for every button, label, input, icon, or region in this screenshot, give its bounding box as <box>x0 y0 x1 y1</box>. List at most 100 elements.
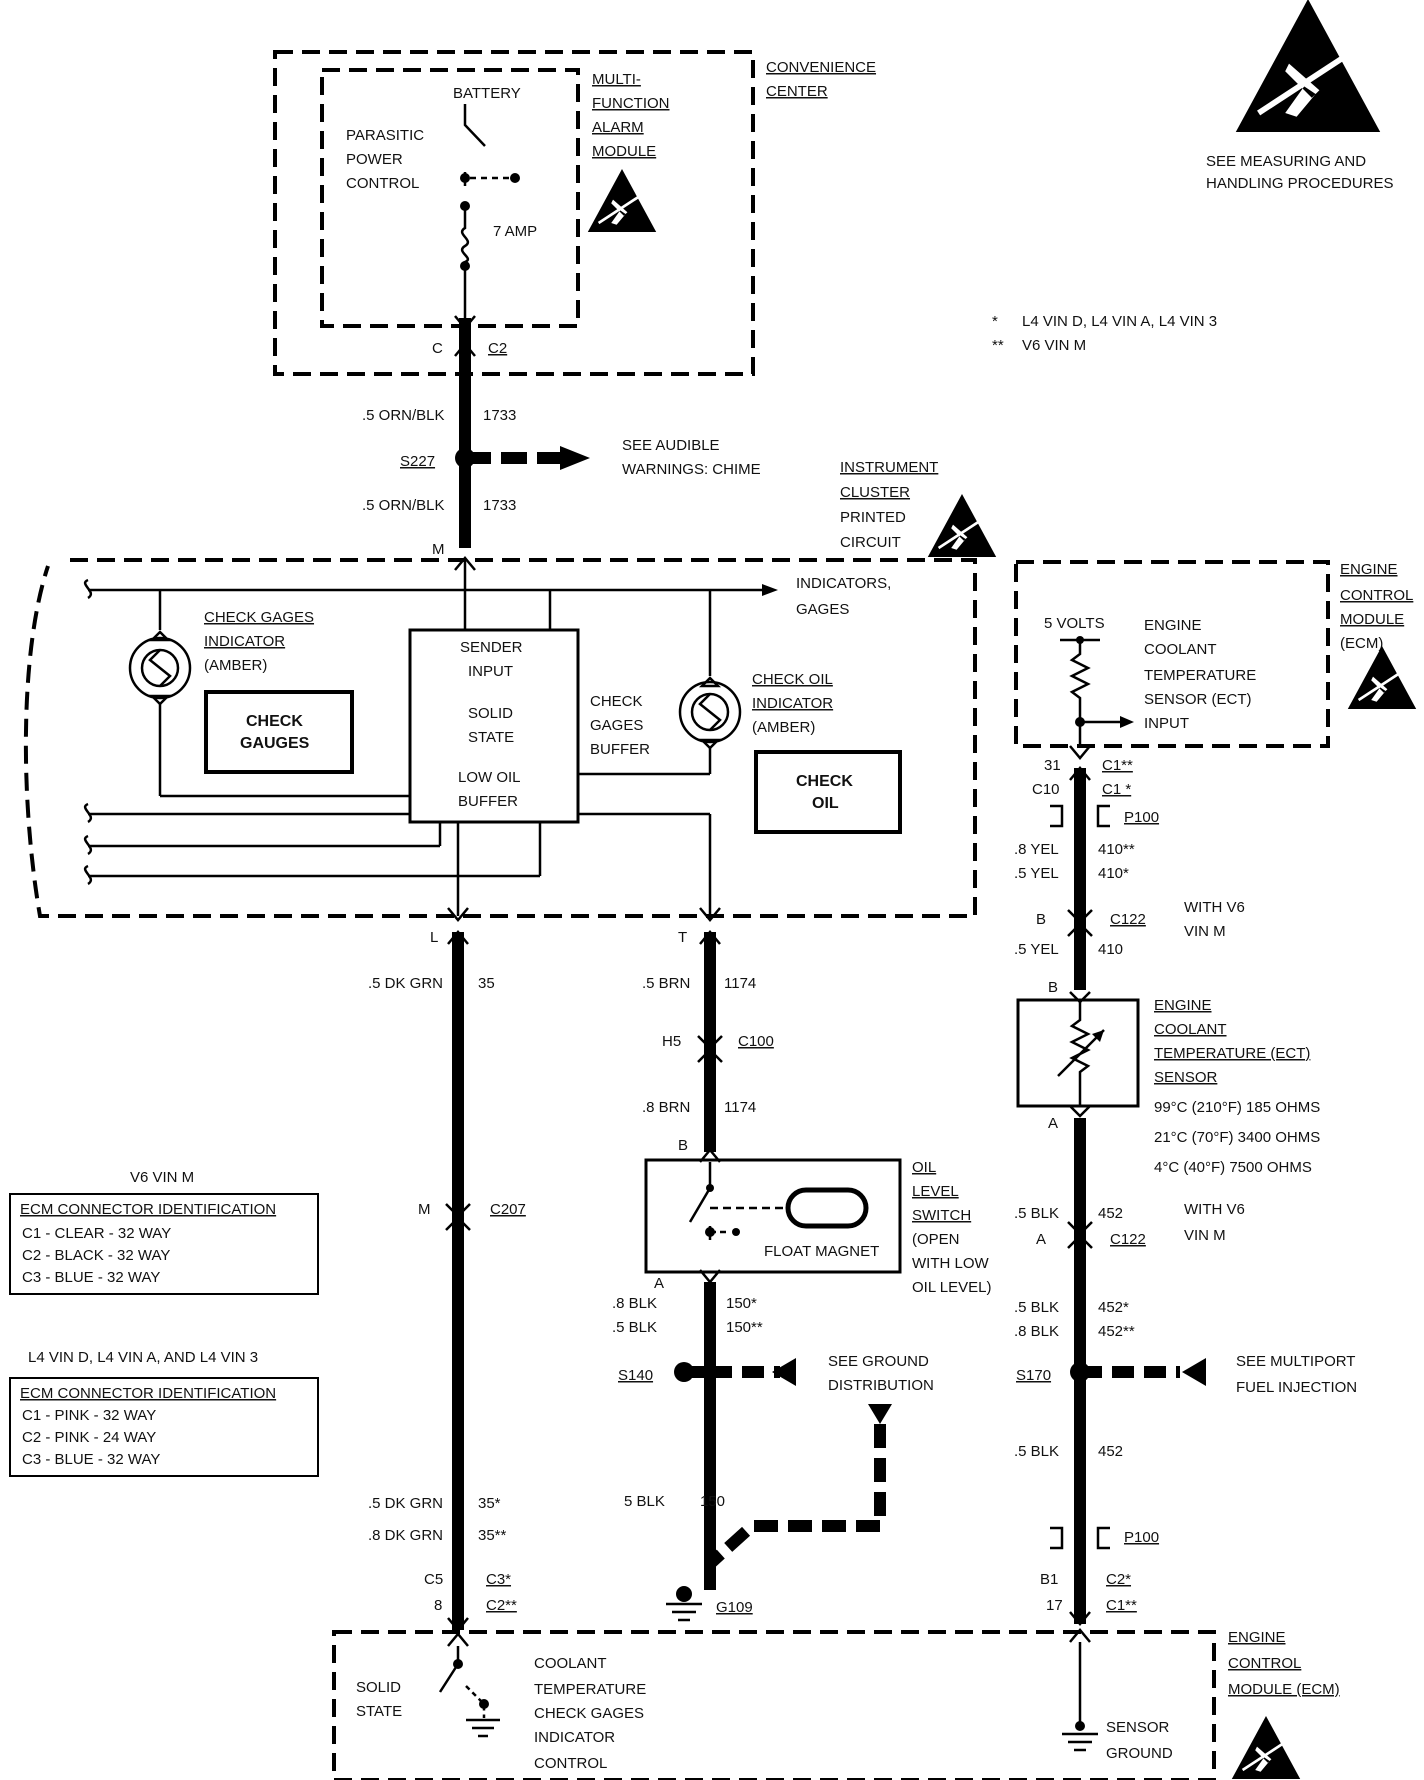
svg-text:T: T <box>678 929 687 946</box>
v6-table-title: V6 VIN M <box>130 1169 194 1186</box>
svg-text:INDICATOR: INDICATOR <box>752 695 833 712</box>
svg-text:INPUT: INPUT <box>1144 715 1189 732</box>
svg-text:C5: C5 <box>424 1571 443 1588</box>
svg-text:SENSOR: SENSOR <box>1154 1069 1218 1086</box>
svg-text:H5: H5 <box>662 1033 681 1050</box>
ecm-bottom-box <box>332 1630 1216 1780</box>
esd-warning-icon <box>1346 644 1418 711</box>
svg-text:FUEL INJECTION: FUEL INJECTION <box>1236 1379 1357 1396</box>
check-oil-indicator-label: CHECK OIL <box>752 671 833 688</box>
ecm-bottom-label: ENGINE <box>1228 1629 1286 1646</box>
multi-function-alarm-box <box>320 68 580 328</box>
svg-text:P100: P100 <box>1124 809 1159 826</box>
ecm-top-box <box>1014 560 1330 748</box>
svg-text:.8 BLK: .8 BLK <box>1014 1323 1059 1340</box>
svg-text:C1 - PINK - 32 WAY: C1 - PINK - 32 WAY <box>22 1407 156 1424</box>
check-oil-bulb <box>678 680 742 744</box>
svg-text:150: 150 <box>700 1493 725 1510</box>
svg-text:(AMBER): (AMBER) <box>204 657 267 674</box>
svg-text:.5 BRN: .5 BRN <box>642 975 690 992</box>
svg-text:.8 YEL: .8 YEL <box>1014 841 1059 858</box>
svg-text:G109: G109 <box>716 1599 753 1616</box>
svg-text:C2: C2 <box>488 340 507 357</box>
svg-text:C: C <box>432 340 443 357</box>
svg-text:C2*: C2* <box>1106 1571 1131 1588</box>
svg-text:GAUGES: GAUGES <box>240 735 310 752</box>
svg-text:P100: P100 <box>1124 1529 1159 1546</box>
p100-top-connector <box>1050 804 1110 828</box>
svg-text:150*: 150* <box>726 1295 757 1312</box>
svg-text:31: 31 <box>1044 757 1061 774</box>
solid-state-switch <box>438 1646 460 1693</box>
svg-text:V6 VIN M: V6 VIN M <box>1022 337 1086 354</box>
svg-text:B: B <box>678 1137 688 1154</box>
svg-text:SENDER: SENDER <box>460 639 523 656</box>
svg-text:STATE: STATE <box>356 1703 402 1720</box>
svg-text:INPUT: INPUT <box>468 663 513 680</box>
svg-text:BUFFER: BUFFER <box>590 741 650 758</box>
svg-text:C1 - CLEAR - 32 WAY: C1 - CLEAR - 32 WAY <box>22 1225 171 1242</box>
battery-switch <box>463 104 486 186</box>
svg-text:(OPEN: (OPEN <box>912 1231 960 1248</box>
esd-warning-icon <box>1230 1714 1302 1780</box>
pullup-resistor <box>1069 640 1091 746</box>
ground-g109-icon <box>666 1602 702 1622</box>
esd-warning-icon <box>586 167 658 234</box>
connector-c207: C207 <box>490 1201 526 1218</box>
svg-text:.5 BLK: .5 BLK <box>1014 1299 1059 1316</box>
ect-sensor-box <box>1016 998 1140 1108</box>
convenience-center-label: CONVENIENCE <box>766 59 876 76</box>
svg-text:L: L <box>430 929 438 946</box>
check-gages-bulb <box>128 636 192 700</box>
see-multiport-label: SEE MULTIPORT <box>1236 1353 1355 1370</box>
svg-text:.5 BLK: .5 BLK <box>612 1319 657 1336</box>
svg-text:35**: 35** <box>478 1527 507 1544</box>
instrument-cluster-label: INSTRUMENT <box>840 459 938 476</box>
ect-values: 99°C (210°F) 185 OHMS <box>1154 1099 1320 1116</box>
svg-text:MODULE: MODULE <box>1340 611 1404 628</box>
svg-text:M: M <box>418 1201 431 1218</box>
svg-text:452*: 452* <box>1098 1299 1129 1316</box>
svg-text:TEMPERATURE: TEMPERATURE <box>534 1681 646 1698</box>
svg-text:L4 VIN D, L4 VIN A, L4 VIN 3: L4 VIN D, L4 VIN A, L4 VIN 3 <box>1022 313 1217 330</box>
svg-text:(ECM): (ECM) <box>1340 635 1383 652</box>
svg-text:410**: 410** <box>1098 841 1135 858</box>
svg-text:TEMPERATURE (ECT): TEMPERATURE (ECT) <box>1154 1045 1310 1062</box>
oil-level-switch-label: OIL <box>912 1159 936 1176</box>
svg-text:.8 BLK: .8 BLK <box>612 1295 657 1312</box>
svg-text:.5 YEL: .5 YEL <box>1014 865 1059 882</box>
svg-text:CONTROL: CONTROL <box>346 175 419 192</box>
svg-text:.8 DK GRN: .8 DK GRN <box>368 1527 443 1544</box>
svg-text:ECM CONNECTOR IDENTIFICATION: ECM CONNECTOR IDENTIFICATION <box>20 1201 276 1218</box>
svg-text:FUNCTION: FUNCTION <box>592 95 670 112</box>
svg-text:VIN M: VIN M <box>1184 923 1226 940</box>
svg-text:S170: S170 <box>1016 1367 1051 1384</box>
svg-text:150**: 150** <box>726 1319 763 1336</box>
svg-text:1733: 1733 <box>483 497 516 514</box>
fuse-7amp <box>460 206 470 266</box>
svg-text:1174: 1174 <box>724 975 756 992</box>
svg-text:.5 ORN/BLK: .5 ORN/BLK <box>362 407 445 424</box>
svg-text:M: M <box>432 541 445 558</box>
svg-text:C1**: C1** <box>1106 1597 1137 1614</box>
svg-text:OIL LEVEL): OIL LEVEL) <box>912 1279 991 1296</box>
svg-text:HANDLING PROCEDURES: HANDLING PROCEDURES <box>1206 175 1394 192</box>
svg-text:POWER: POWER <box>346 151 403 168</box>
p100-bottom-connector <box>1050 1526 1110 1550</box>
convenience-center-box <box>273 50 755 376</box>
svg-text:A: A <box>654 1275 664 1292</box>
svg-text:B: B <box>1048 979 1058 996</box>
svg-text:(AMBER): (AMBER) <box>752 719 815 736</box>
connector-c122-bottom: C122 <box>1110 1231 1146 1248</box>
l4-table-title: L4 VIN D, L4 VIN A, AND L4 VIN 3 <box>28 1349 258 1366</box>
oil-level-switch-box <box>644 1158 902 1274</box>
svg-text:WARNINGS: CHIME: WARNINGS: CHIME <box>622 461 761 478</box>
svg-text:.5 BLK: .5 BLK <box>1014 1205 1059 1222</box>
svg-text:CONTROL: CONTROL <box>534 1755 607 1772</box>
esd-warning-icon <box>926 492 998 559</box>
fuse-label: 7 AMP <box>493 223 537 240</box>
svg-text:C1**: C1** <box>1102 757 1133 774</box>
svg-text:C2 - BLACK - 32 WAY: C2 - BLACK - 32 WAY <box>22 1247 170 1264</box>
coolant-control-label: COOLANT <box>534 1655 607 1672</box>
svg-text:STATE: STATE <box>468 729 514 746</box>
